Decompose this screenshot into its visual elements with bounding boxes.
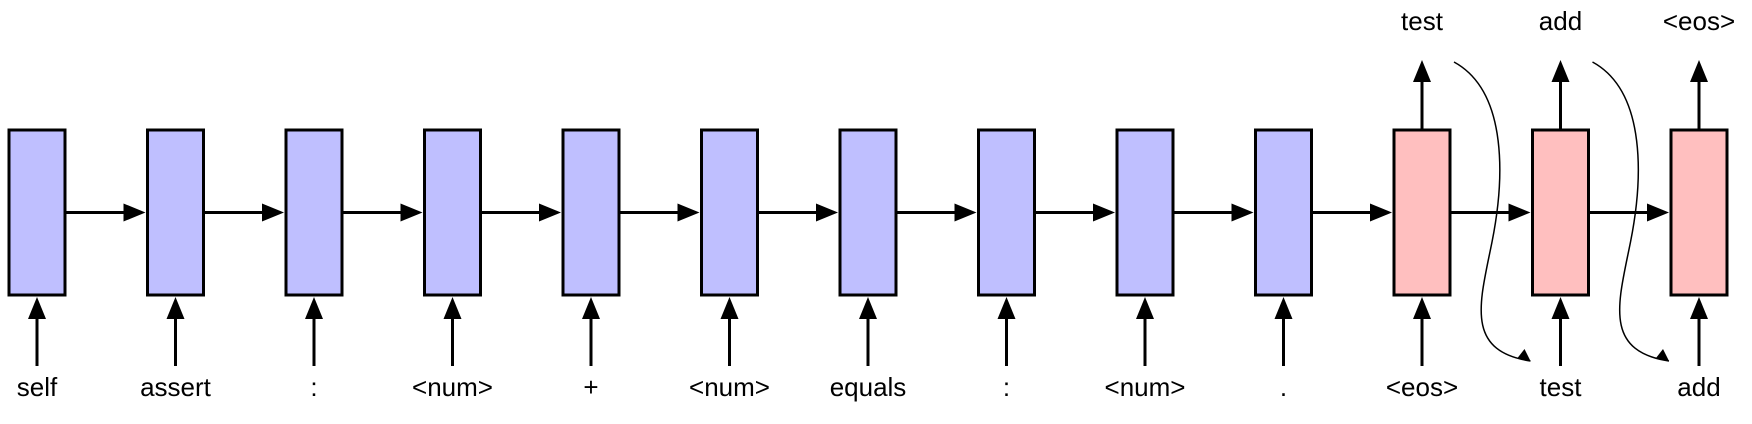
encoder-input-token: <num> bbox=[689, 372, 770, 402]
encoder-cell bbox=[700, 128, 759, 297]
input-arrow bbox=[997, 297, 1016, 366]
recurrent-arrow bbox=[1450, 203, 1531, 222]
recurrent-arrow bbox=[342, 203, 423, 222]
encoder-cell bbox=[7, 128, 67, 297]
decoder-input-token: <eos> bbox=[1386, 372, 1458, 402]
output-arrow bbox=[1690, 60, 1708, 130]
feedback-connections bbox=[1453, 61, 1670, 362]
input-arrow bbox=[859, 297, 877, 366]
encoder-input-token: self bbox=[17, 372, 58, 402]
encoder-cell bbox=[838, 128, 898, 297]
decoder-cell bbox=[1392, 128, 1452, 297]
input-arrow bbox=[1413, 297, 1431, 366]
encoder-input-token: assert bbox=[140, 372, 212, 402]
recurrent-arrow bbox=[203, 203, 284, 222]
feedback-curve bbox=[1592, 61, 1670, 362]
encoder-cell bbox=[561, 128, 621, 297]
output-arrow bbox=[1413, 60, 1431, 130]
encoder-input-token: <num> bbox=[412, 372, 493, 402]
input-arrow bbox=[1274, 297, 1293, 366]
recurrent-arrow bbox=[757, 203, 838, 222]
encoder-cell bbox=[423, 128, 482, 297]
encoder-cell bbox=[1254, 128, 1313, 297]
encoder-input-token: : bbox=[310, 372, 317, 402]
decoder-cell bbox=[1531, 128, 1590, 297]
recurrent-arrow bbox=[1311, 203, 1392, 222]
decoder-cell bbox=[1669, 128, 1729, 297]
encoder-input-token: . bbox=[1280, 372, 1287, 402]
recurrent-arrow bbox=[896, 203, 977, 222]
encoder-input-token: : bbox=[1003, 372, 1010, 402]
recurrent-arrow bbox=[65, 203, 146, 222]
rnn-cells bbox=[7, 128, 1729, 297]
input-arrow bbox=[166, 297, 185, 366]
input-arrow bbox=[443, 297, 462, 366]
encoder-cell bbox=[977, 128, 1036, 297]
encoder-cell bbox=[1115, 128, 1175, 297]
encoder-cell bbox=[146, 128, 205, 297]
input-arrow bbox=[720, 297, 739, 366]
token-labels: self assert: <num> + <num> equals: <num>. <eos>… bbox=[17, 6, 1735, 402]
recurrent-arrow bbox=[1588, 203, 1669, 222]
input-arrow bbox=[28, 297, 46, 366]
input-arrow bbox=[1551, 297, 1570, 366]
decoder-input-token: add bbox=[1677, 372, 1720, 402]
recurrent-arrow bbox=[480, 203, 561, 222]
arrows bbox=[28, 60, 1708, 366]
encoder-cell bbox=[284, 128, 344, 297]
decoder-output-token: add bbox=[1539, 6, 1582, 36]
feedback-curve bbox=[1453, 61, 1531, 362]
input-arrow bbox=[1136, 297, 1154, 366]
decoder-input-token: test bbox=[1540, 372, 1583, 402]
encoder-input-token: <num> bbox=[1105, 372, 1186, 402]
decoder-output-token: <eos> bbox=[1663, 6, 1735, 36]
input-arrow bbox=[305, 297, 323, 366]
recurrent-arrow bbox=[619, 203, 700, 222]
encoder-input-token: equals bbox=[830, 372, 907, 402]
input-arrow bbox=[582, 297, 600, 366]
output-arrow bbox=[1551, 60, 1570, 130]
input-arrow bbox=[1690, 297, 1708, 366]
recurrent-arrow bbox=[1034, 203, 1115, 222]
encoder-input-token: + bbox=[583, 372, 598, 402]
recurrent-arrow bbox=[1173, 203, 1254, 222]
decoder-output-token: test bbox=[1401, 6, 1444, 36]
